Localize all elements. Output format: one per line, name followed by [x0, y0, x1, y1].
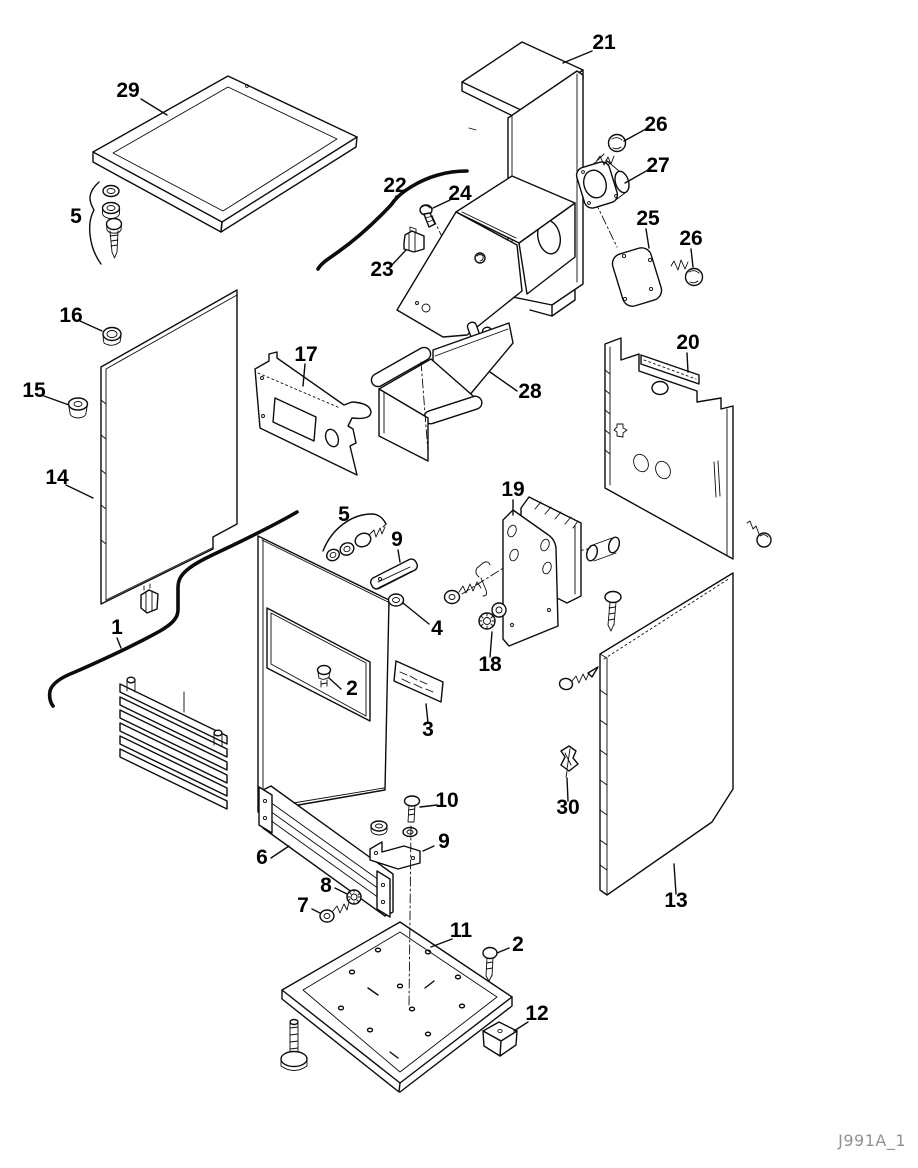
- part-label-29: 29: [116, 79, 139, 102]
- washer-and-nut-set: [370, 820, 418, 838]
- part-label-26-lower: 26: [679, 227, 702, 250]
- part-label-9-mid: 9: [391, 528, 403, 551]
- part-label-26-upper: 26: [644, 113, 667, 136]
- part-label-6: 6: [256, 846, 268, 869]
- part-8-lock-washer: [346, 889, 362, 905]
- part-label-18: 18: [478, 653, 502, 676]
- part-20-rear-panel: [604, 337, 772, 560]
- part-label-24: 24: [448, 182, 472, 205]
- part-2-screw-door: [316, 664, 332, 688]
- part-3-nameplate: [393, 660, 444, 703]
- leveling-bolt: [280, 1018, 308, 1071]
- part-label-15: 15: [22, 379, 46, 402]
- part-label-14: 14: [45, 466, 69, 489]
- part-label-5-upper: 5: [70, 205, 82, 228]
- part-22-wire-harness: [316, 169, 469, 271]
- part-label-27: 27: [646, 154, 669, 177]
- part-19-mount-plate-assembly: [443, 496, 621, 647]
- part-27-flanged-collar: [575, 159, 630, 209]
- part-26-screw-lower: [670, 259, 704, 287]
- part-15-grommet: [67, 397, 89, 419]
- part-12-foot: [482, 1021, 518, 1057]
- part-label-13: 13: [664, 889, 687, 912]
- part-label-2-door: 2: [346, 677, 358, 700]
- part-label-16: 16: [59, 304, 82, 327]
- part-26-screw-upper: [595, 133, 627, 166]
- part-label-25: 25: [636, 207, 660, 230]
- part-label-20: 20: [676, 331, 699, 354]
- figure-code: J991A_1: [837, 1131, 906, 1151]
- part-label-7: 7: [297, 894, 309, 917]
- part-16-cap: [102, 326, 122, 346]
- part-label-10: 10: [435, 789, 458, 812]
- part-29-top-tray: [92, 75, 358, 233]
- part-label-28: 28: [518, 380, 542, 403]
- part-14-side-panel: [100, 289, 238, 614]
- part-13-mounting-screws: [558, 590, 622, 691]
- part-label-2-base: 2: [512, 933, 524, 956]
- part-label-1: 1: [111, 616, 123, 639]
- part-18-washers: [478, 602, 507, 630]
- part-7-screw: [319, 901, 350, 923]
- part-10-bolt: [403, 795, 421, 823]
- part-label-9-lower: 9: [438, 830, 450, 853]
- part-label-23: 23: [370, 258, 393, 281]
- part-1-wire-harness: [47, 510, 299, 708]
- part-2-screw-base: [482, 946, 498, 982]
- part-label-5-mid: 5: [338, 503, 350, 526]
- base-assembly-axis: [408, 825, 412, 1007]
- part-11-base-plate: [281, 921, 513, 1093]
- part-9-strip-mid: [370, 558, 418, 590]
- part-6-rail: [258, 785, 394, 918]
- callout-leader-lines: [43, 50, 694, 1032]
- base-plate-holes: [337, 947, 466, 1059]
- callout-labels: 29 5 16 15 14 1 21 26 27 25 26 22 24 23 …: [22, 31, 702, 1025]
- part-25-cover-plate: [611, 247, 663, 307]
- part-30-clip: [560, 745, 579, 778]
- part-17-bracket-plate: [254, 351, 372, 476]
- part-5-fastener-set-upper: [101, 184, 123, 259]
- heater-fin-stack: [119, 676, 228, 810]
- part-23-clip: [403, 226, 425, 253]
- part-label-12: 12: [525, 1002, 548, 1025]
- part-9-bracket-lower: [369, 841, 421, 870]
- part-13-right-side-panel: [599, 572, 734, 896]
- part-label-8: 8: [320, 874, 332, 897]
- burner-box-assembly: [396, 175, 576, 348]
- part-4-nut: [387, 593, 405, 607]
- part-label-21: 21: [592, 31, 616, 54]
- part-5-fastener-set-mid: [325, 523, 387, 562]
- part-label-22: 22: [383, 174, 406, 197]
- part-label-30: 30: [556, 796, 579, 819]
- part-24-screw: [419, 204, 436, 228]
- part-label-11: 11: [450, 919, 473, 942]
- part-label-3: 3: [422, 718, 434, 741]
- part-label-17: 17: [294, 343, 317, 366]
- part-label-4: 4: [431, 617, 443, 640]
- part-28-chute: [370, 322, 514, 462]
- part-label-19: 19: [501, 478, 524, 501]
